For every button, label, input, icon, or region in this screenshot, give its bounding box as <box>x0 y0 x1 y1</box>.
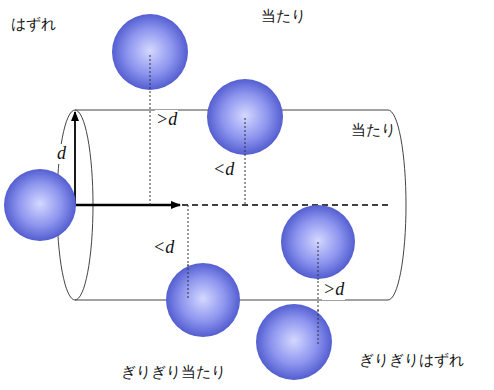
moving-sphere <box>4 169 76 241</box>
outcome-label: ぎりぎりはずれ <box>358 352 465 369</box>
velocity-arrow <box>58 204 180 207</box>
target-sphere <box>281 205 355 279</box>
outcome-label: ぎりぎり当たり <box>120 364 227 381</box>
target-sphere <box>207 79 283 155</box>
distance-label: <d <box>152 238 175 258</box>
outcome-label: 当たり <box>350 122 397 139</box>
distance-label: >d <box>322 280 345 300</box>
axis-line <box>182 204 392 206</box>
distance-label: <d <box>212 160 235 180</box>
outcome-label: はずれ <box>10 16 57 33</box>
radius-symbol: d <box>56 144 67 164</box>
distance-lines <box>150 55 318 345</box>
distance-lines <box>150 55 318 345</box>
distance-label: >d <box>155 110 178 130</box>
target-sphere <box>166 263 240 337</box>
target-sphere <box>112 14 188 90</box>
radius-arrow <box>74 112 76 205</box>
target-sphere <box>256 304 332 380</box>
outcome-label: 当たり <box>260 8 307 25</box>
